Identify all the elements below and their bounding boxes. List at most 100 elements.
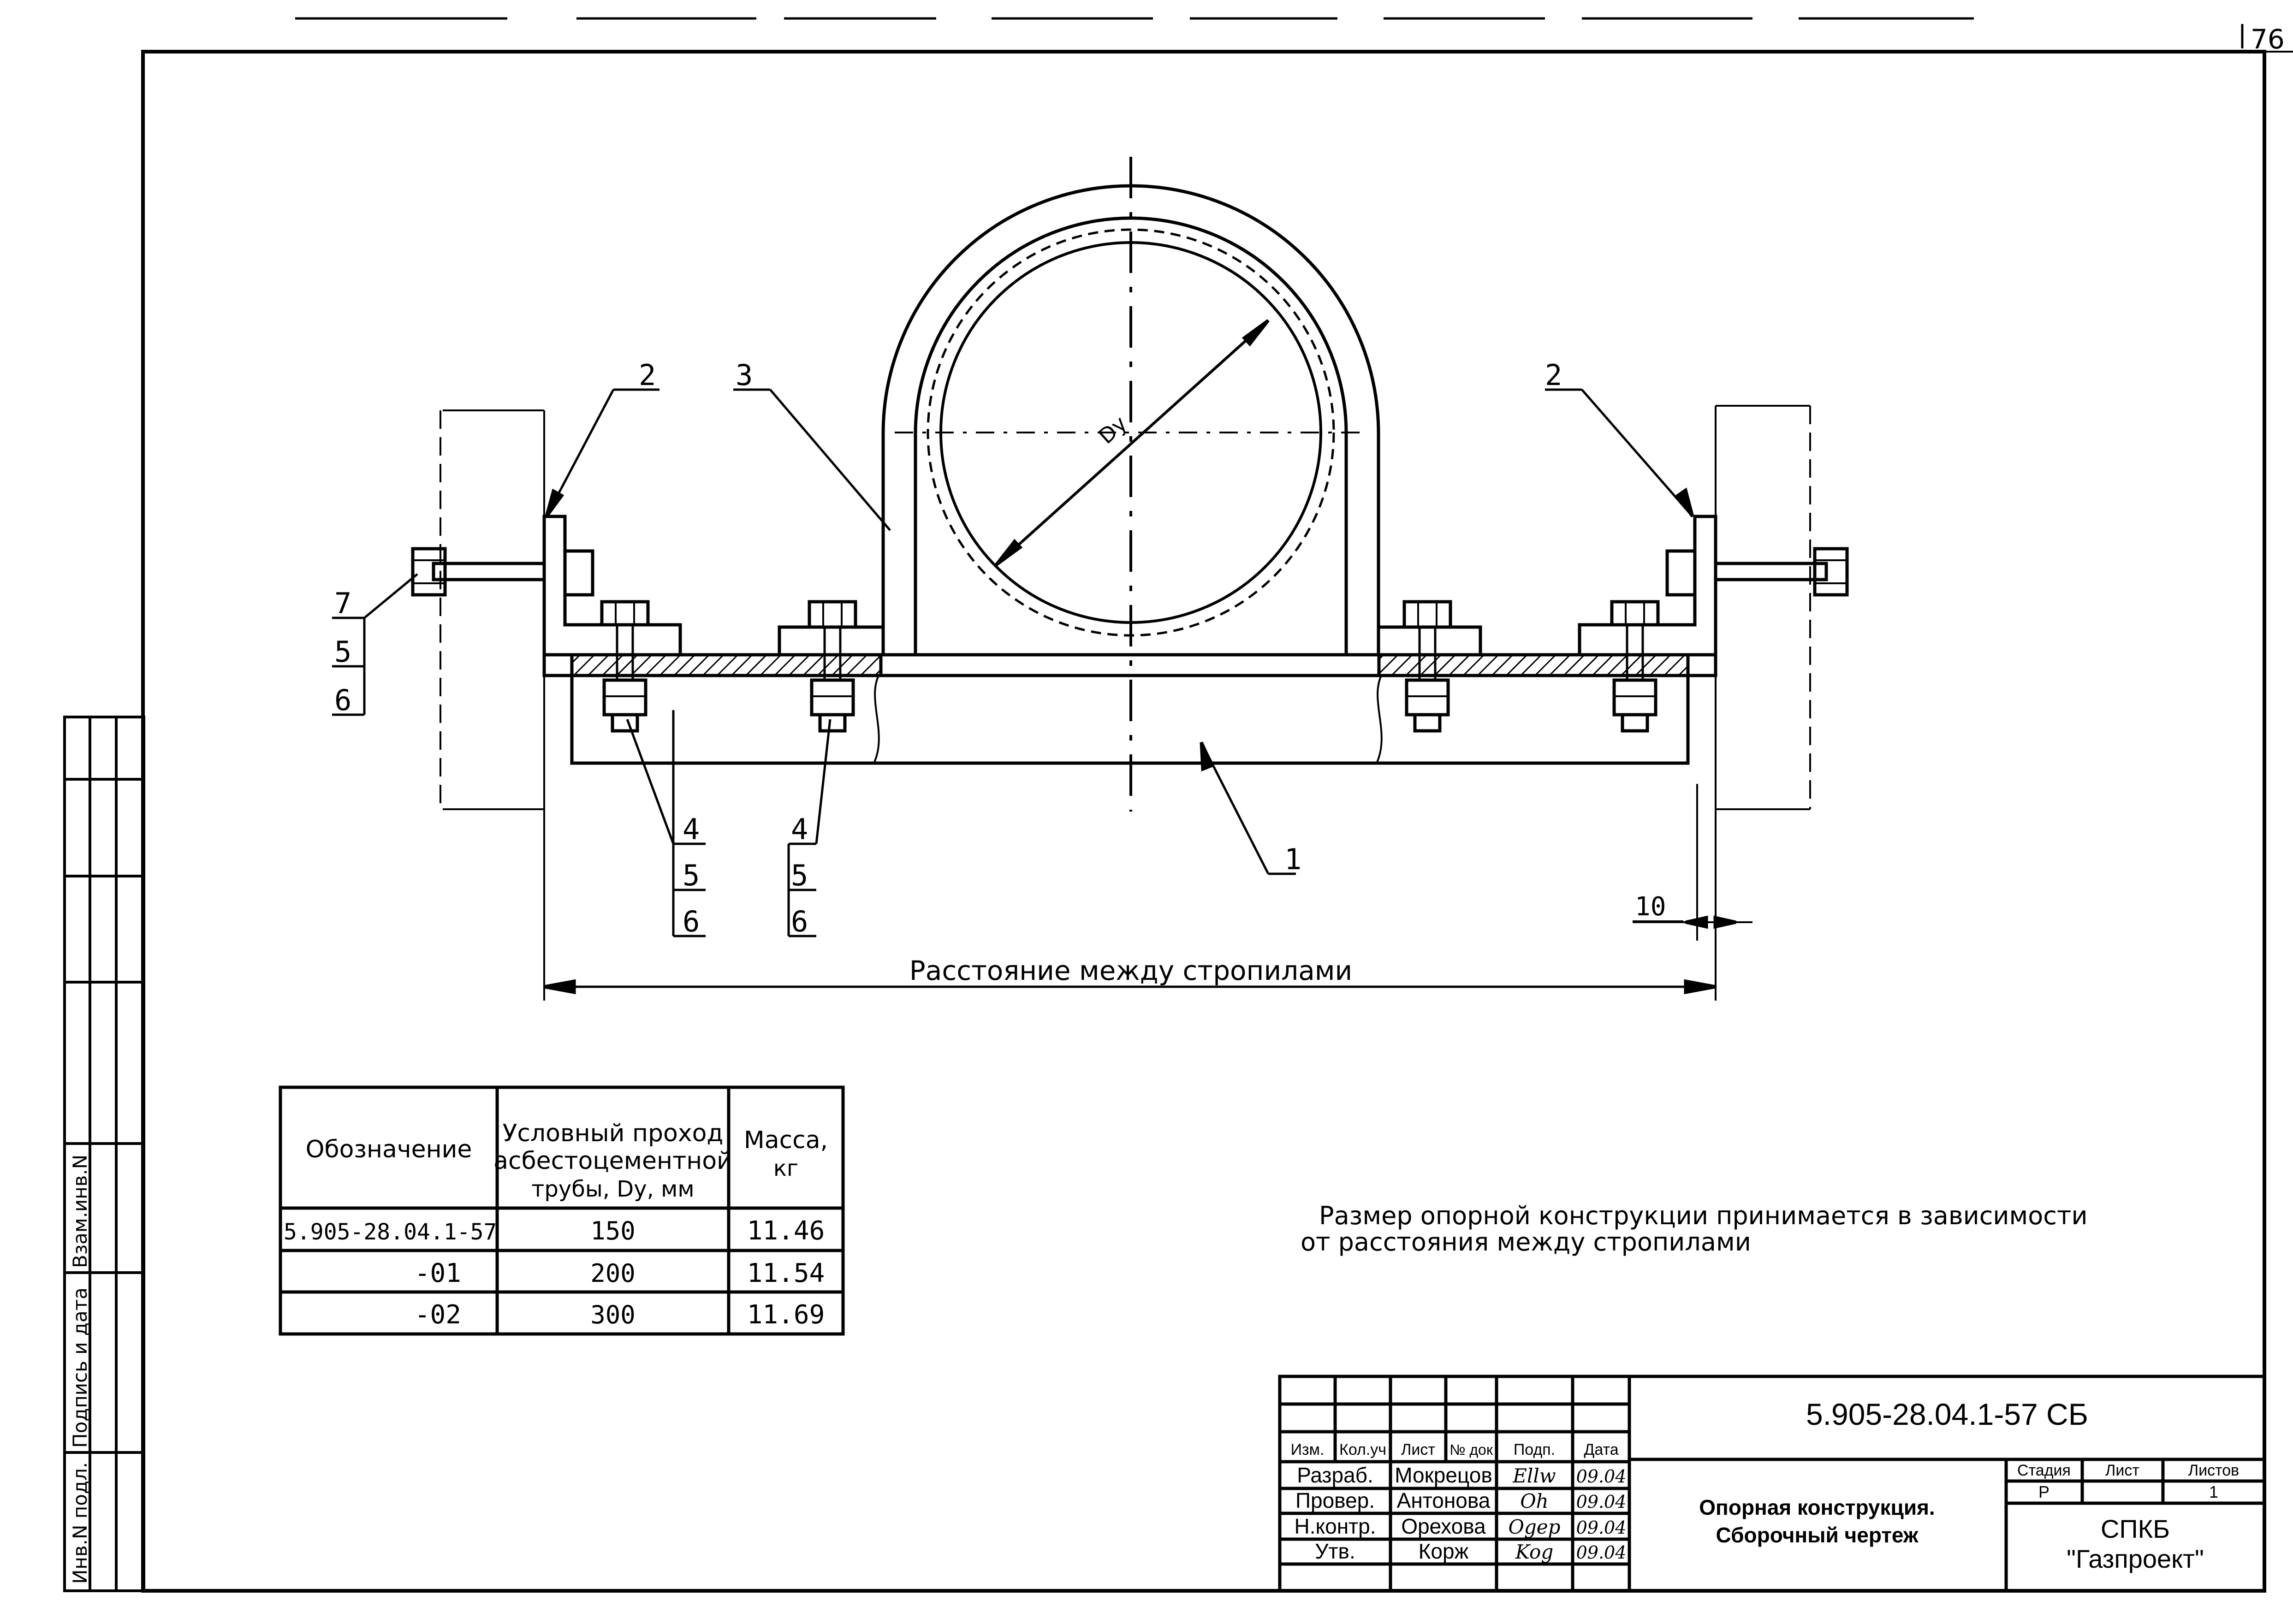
clamp-outer — [881, 184, 1380, 655]
bolt-head-right — [1665, 549, 1697, 597]
span-arrow-left — [544, 979, 576, 995]
callout-group1-5: 5 — [683, 859, 700, 892]
note-line-2: от расстояния между стропилами — [1301, 1227, 1751, 1257]
dy-dimension-line — [995, 319, 1270, 566]
tb-sheet-label: Лист — [2105, 1462, 2139, 1479]
spec-header-bore-3: трубы, Dy, мм — [531, 1176, 694, 1202]
clamp-inner — [914, 216, 1348, 655]
vertical-bolt-4 — [1610, 600, 1660, 733]
spec-header-bore-1: Условный проход — [503, 1120, 724, 1147]
tb-stage-label: Стадия — [2017, 1462, 2071, 1479]
sheet-frame — [141, 50, 2266, 1593]
break-line-right — [1376, 675, 1383, 764]
tb-sign-4: Kog — [1515, 1541, 1553, 1563]
bolt-shank-left — [432, 562, 546, 581]
tb-sheets-value: 1 — [2209, 1482, 2218, 1501]
support-drawing — [332, 157, 1849, 1001]
tb-col-izm: Изм. — [1291, 1441, 1325, 1458]
tb-name-4: Корж — [1419, 1539, 1469, 1563]
callout-group2-6: 6 — [791, 905, 808, 938]
callout-group2-4: 4 — [791, 812, 808, 846]
tb-col-ndok: № док — [1449, 1441, 1493, 1458]
tb-col-podp: Подп. — [1514, 1441, 1555, 1458]
tb-org-line-1: СПКБ — [2101, 1514, 2170, 1543]
bolt-shank-right — [1714, 562, 1828, 581]
spec-table — [279, 1085, 845, 1336]
vertical-bolt-1 — [600, 600, 650, 733]
tb-date-2: 09.04 — [1576, 1492, 1627, 1512]
tb-role-4: Утв. — [1315, 1539, 1355, 1563]
spec-row-2-mass: 11.54 — [747, 1258, 825, 1288]
dimension-10: 10 — [1635, 892, 1666, 922]
vertical-bolt-3 — [1402, 600, 1452, 733]
tb-date-1: 09.04 — [1576, 1466, 1627, 1487]
tb-title-line-2: Сборочный чертеж — [1716, 1523, 1919, 1547]
callout-2-left: 2 — [639, 358, 656, 392]
spec-header-bore-2: асбестоцементной — [493, 1147, 732, 1175]
bolt-head-left — [563, 549, 594, 597]
callout-group2-5: 5 — [791, 859, 808, 892]
tb-org-line-2: "Газпроект" — [2067, 1544, 2204, 1573]
tb-col-kol: Кол.уч — [1339, 1441, 1386, 1458]
break-line-left — [873, 675, 880, 764]
leader-arrow-2-right — [1675, 487, 1694, 518]
bolt-nut-right — [1813, 547, 1849, 597]
spec-row-2-designation: -01 — [415, 1258, 461, 1288]
clamp-foot-right — [1378, 625, 1482, 655]
callout-7: 7 — [334, 587, 351, 620]
spec-header-mass-2: кг — [773, 1156, 798, 1181]
dy-label: Dy — [1093, 411, 1132, 449]
side-stamp-inventory-no: Инв.N подл. — [69, 1462, 91, 1584]
tb-date-3: 09.04 — [1576, 1517, 1627, 1538]
leader-arrow-2-left — [545, 488, 564, 518]
dy-arrow-top — [1242, 319, 1270, 347]
callout-2-right: 2 — [1545, 358, 1562, 392]
note-line-1: Размер опорной конструкции принимается в… — [1319, 1201, 2088, 1230]
tb-title-line-1: Опорная конструкция. — [1699, 1495, 1935, 1519]
rafter-extension-lines — [440, 405, 1811, 941]
spec-header-mass-1: Масса, — [744, 1126, 828, 1154]
tb-sign-3: Ogep — [1508, 1516, 1560, 1538]
tb-sign-1: Ellw — [1512, 1464, 1556, 1487]
title-doc-code: 5.905-28.04.1-57 СБ — [1806, 1397, 2088, 1431]
pipe-outline — [927, 228, 1335, 637]
dy-arrow-bottom — [995, 539, 1023, 566]
spec-row-1-designation: 5.905-28.04.1-57 — [284, 1219, 497, 1245]
callout-3: 3 — [736, 358, 753, 392]
spec-row-3-bore: 300 — [590, 1300, 636, 1329]
vertical-bolt-2 — [808, 600, 857, 733]
bolt-nut-left — [411, 547, 447, 597]
tb-sheets-label: Листов — [2188, 1462, 2239, 1479]
clamp-foot-left — [778, 625, 883, 655]
spec-header-designation: Обозначение — [306, 1136, 472, 1163]
callout-group1-4: 4 — [683, 812, 700, 846]
tb-name-1: Мокрецов — [1395, 1463, 1492, 1487]
callout-6-left: 6 — [334, 683, 351, 717]
tb-col-data: Дата — [1584, 1441, 1618, 1458]
spec-row-3-mass: 11.69 — [747, 1300, 825, 1330]
callout-5-left: 5 — [334, 635, 351, 669]
tb-col-list: Лист — [1401, 1441, 1435, 1458]
rafter-beam — [570, 653, 1690, 765]
tb-role-3: Н.контр. — [1294, 1514, 1376, 1538]
side-stamp-signature-date: Подпись и дата — [69, 1287, 91, 1448]
tb-name-3: Орехова — [1401, 1514, 1486, 1538]
spec-row-2-bore: 200 — [590, 1259, 636, 1288]
tb-name-2: Антонова — [1397, 1488, 1491, 1512]
tb-date-4: 09.04 — [1576, 1542, 1627, 1563]
page-number: 76 — [2251, 24, 2285, 55]
tb-role-1: Разраб. — [1297, 1463, 1373, 1487]
callout-group1-6: 6 — [683, 905, 700, 938]
spec-row-3-designation: -02 — [415, 1300, 461, 1330]
tb-sign-2: Oh — [1520, 1490, 1548, 1512]
callout-1: 1 — [1284, 842, 1301, 876]
spec-row-1-mass: 11.46 — [747, 1216, 825, 1246]
tb-stage-value: Р — [2038, 1482, 2049, 1501]
leader-arrow-1 — [1200, 741, 1214, 772]
spec-row-1-bore: 150 — [590, 1216, 636, 1245]
leader-lines — [332, 388, 1693, 937]
side-stamp-replacement-no: Взам.инв.N — [69, 1155, 91, 1268]
tb-role-2: Провер. — [1295, 1488, 1375, 1512]
span-arrow-right — [1684, 979, 1716, 995]
